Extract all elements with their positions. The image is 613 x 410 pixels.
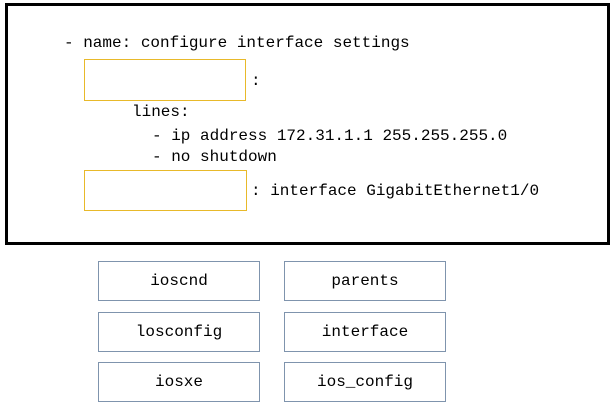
option-ioscnd[interactable]: ioscnd [98,261,260,301]
module-colon: : [251,72,261,90]
task-name-line: - name: configure interface settings [64,34,410,52]
line-no-shutdown: - no shutdown [152,148,277,166]
option-iosxe[interactable]: iosxe [98,362,260,402]
line-ip-address: - ip address 172.31.1.1 255.255.255.0 [152,127,508,145]
drop-slot-parents[interactable] [84,170,247,211]
lines-key: lines: [132,103,190,121]
drop-slot-module[interactable] [84,59,246,101]
parent-interface-line: : interface GigabitEthernet1/0 [251,182,540,200]
option-parents[interactable]: parents [284,261,446,301]
code-panel: - name: configure interface settings : l… [5,3,610,245]
option-ios-config[interactable]: ios_config [284,362,446,402]
option-losconfig[interactable]: losconfig [98,312,260,352]
option-interface[interactable]: interface [284,312,446,352]
